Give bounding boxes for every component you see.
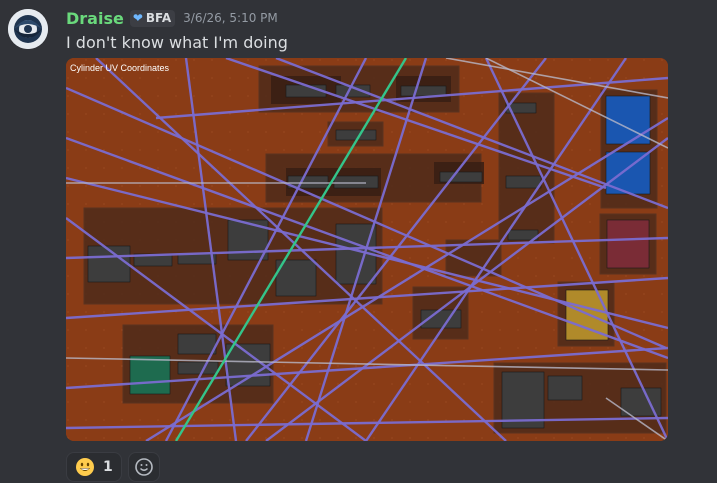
image-caption: Cylinder UV Coordinates [70, 63, 170, 73]
grinning-face-icon [76, 458, 94, 476]
avatar[interactable] [8, 9, 48, 49]
reaction-count: 1 [103, 459, 113, 475]
reactions-bar: 1 [66, 452, 160, 482]
image-attachment[interactable]: Cylinder UV Coordinates [66, 58, 668, 441]
add-reaction-button[interactable] [127, 452, 160, 482]
add-reaction-icon [134, 458, 153, 476]
message-content: I don't know what I'm doing [66, 33, 288, 52]
avatar-image [8, 9, 48, 49]
server-tag[interactable]: ❤ BFA [129, 9, 176, 27]
timestamp: 3/6/26, 5:10 PM [183, 11, 278, 25]
message-header: Draise ❤ BFA 3/6/26, 5:10 PM [66, 8, 278, 28]
reaction-grinning[interactable]: 1 [66, 452, 122, 482]
heart-icon: ❤ [132, 11, 143, 25]
username[interactable]: Draise [66, 8, 124, 28]
node-graph-image [66, 58, 668, 441]
server-tag-label: BFA [145, 11, 172, 25]
